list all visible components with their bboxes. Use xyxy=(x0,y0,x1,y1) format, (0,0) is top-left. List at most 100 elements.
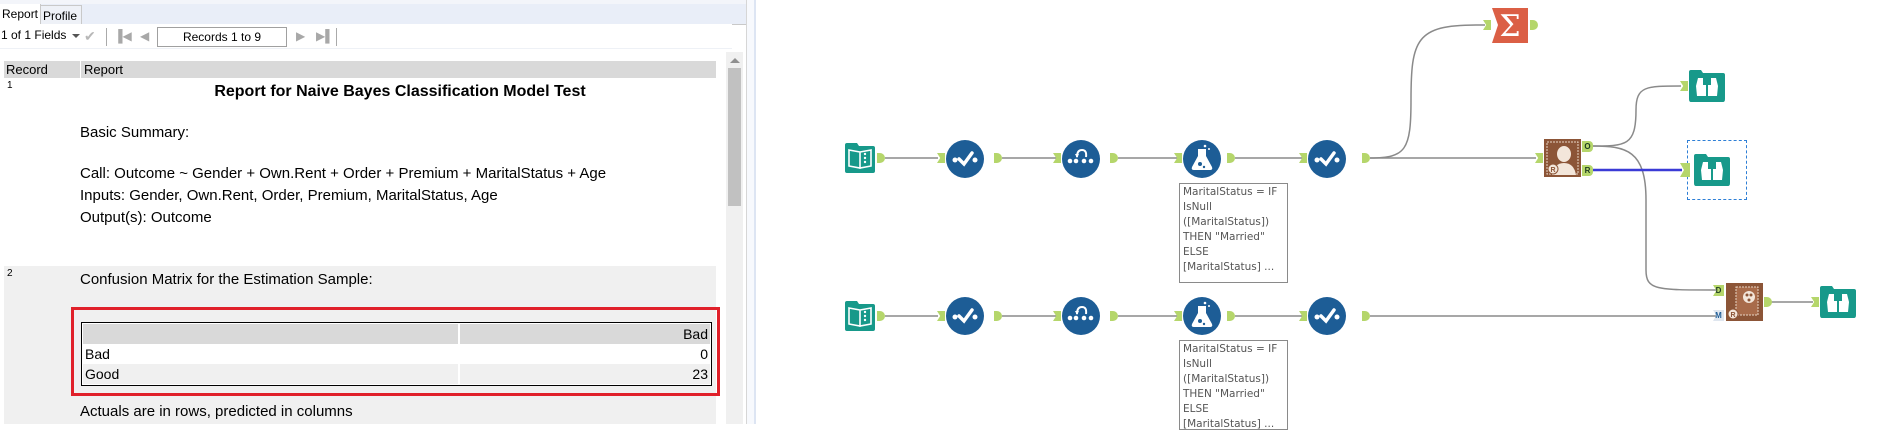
output-anchor-o[interactable]: O xyxy=(1582,141,1593,152)
input-anchor[interactable] xyxy=(1174,153,1182,163)
input-anchor[interactable] xyxy=(1535,153,1543,163)
select-tool[interactable] xyxy=(1308,140,1346,183)
select-tool[interactable] xyxy=(1308,297,1346,340)
browse-tool[interactable] xyxy=(1689,68,1725,107)
fields-selector[interactable]: 1 of 1 Fields xyxy=(1,28,67,42)
svg-text:R: R xyxy=(1550,167,1555,174)
svg-text:Σ: Σ xyxy=(1499,9,1520,43)
panel-splitter[interactable] xyxy=(746,0,756,424)
output-anchor[interactable] xyxy=(1530,20,1538,30)
scroll-up-icon[interactable] xyxy=(730,58,740,63)
output-anchor[interactable] xyxy=(1362,311,1370,321)
results-panel: Report Profile 1 of 1 Fields ✔ ▐◀ ◀ Reco… xyxy=(0,0,746,424)
sigma-icon: Σ xyxy=(1492,8,1528,44)
input-anchor[interactable] xyxy=(1299,153,1307,163)
multi-row-formula-tool[interactable] xyxy=(1062,297,1100,340)
model-outputs-text: Output(s): Outcome xyxy=(80,209,212,226)
highlight-box xyxy=(71,307,720,396)
browse-tool-selected[interactable] xyxy=(1694,152,1730,191)
input-anchor[interactable] xyxy=(1053,153,1061,163)
input-anchor[interactable] xyxy=(1053,311,1061,321)
summarize-tool[interactable]: Σ xyxy=(1492,8,1528,48)
workflow-canvas[interactable]: MaritalStatus = IF IsNull ([MaritalStatu… xyxy=(756,0,1904,430)
output-anchor[interactable] xyxy=(877,153,885,163)
input-anchor-d[interactable]: D xyxy=(1713,285,1724,296)
input-data-tool[interactable] xyxy=(843,299,877,338)
multi-row-icon xyxy=(1062,297,1100,335)
records-range-field[interactable]: Records 1 to 9 xyxy=(157,27,287,47)
prev-record-icon[interactable]: ◀ xyxy=(140,29,150,43)
first-record-icon[interactable]: ▐◀ xyxy=(114,29,132,43)
input-anchor[interactable] xyxy=(1811,297,1819,307)
svg-text:R: R xyxy=(1730,312,1735,319)
confusion-matrix-header-row: Bad xyxy=(82,324,711,344)
formula-tool[interactable] xyxy=(1183,297,1221,340)
bayes-portrait-icon: R xyxy=(1544,139,1581,177)
input-anchor[interactable] xyxy=(1174,311,1182,321)
check-icon[interactable]: ✔ xyxy=(84,28,96,44)
confusion-matrix-row: Bad 0 xyxy=(82,344,711,364)
formula-annotation: MaritalStatus = IF IsNull ([MaritalStatu… xyxy=(1179,340,1288,430)
column-header-report[interactable]: Report xyxy=(80,61,123,78)
model-call-text: Call: Outcome ~ Gender + Own.Rent + Orde… xyxy=(80,165,607,182)
select-check-icon xyxy=(1308,140,1346,178)
confusion-matrix-heading: Confusion Matrix for the Estimation Samp… xyxy=(80,271,373,288)
table-row xyxy=(4,78,716,263)
connections-layer xyxy=(885,24,1813,317)
select-check-icon xyxy=(946,140,984,178)
input-anchor[interactable] xyxy=(937,311,945,321)
input-anchor[interactable] xyxy=(1483,20,1491,30)
output-anchor[interactable] xyxy=(994,153,1002,163)
output-anchor[interactable] xyxy=(877,311,885,321)
input-anchor[interactable] xyxy=(1299,311,1307,321)
score-tool[interactable]: R xyxy=(1726,283,1763,326)
input-anchor[interactable] xyxy=(1680,163,1690,177)
select-tool[interactable] xyxy=(946,140,984,183)
output-anchor[interactable] xyxy=(1362,153,1370,163)
formula-annotation: MaritalStatus = IF IsNull ([MaritalStatu… xyxy=(1179,183,1288,283)
toolbar-divider xyxy=(106,28,107,46)
confusion-matrix-note: Actuals are in rows, predicted in column… xyxy=(80,403,353,420)
browse-tool[interactable] xyxy=(1820,284,1856,323)
output-anchor[interactable] xyxy=(994,311,1002,321)
report-title: Report for Naive Bayes Classification Mo… xyxy=(214,83,586,100)
output-anchor[interactable] xyxy=(1764,297,1772,307)
grid-header: Record Report xyxy=(4,61,716,78)
record-cell xyxy=(4,266,77,424)
count-cell: 23 xyxy=(460,364,710,384)
basic-summary-heading: Basic Summary: xyxy=(80,124,190,141)
tab-profile[interactable]: Profile xyxy=(40,5,82,25)
count-cell: 0 xyxy=(460,344,710,364)
header-cell: Bad xyxy=(460,324,710,344)
select-tool[interactable] xyxy=(946,297,984,340)
output-anchor[interactable] xyxy=(1110,311,1118,321)
book-icon xyxy=(845,301,875,331)
dropdown-caret-icon[interactable] xyxy=(72,34,80,38)
column-header-record[interactable]: Record xyxy=(6,62,48,77)
flask-icon xyxy=(1183,297,1221,335)
tab-report[interactable]: Report xyxy=(0,4,41,24)
results-tabs: Report Profile xyxy=(0,4,746,25)
select-check-icon xyxy=(1308,297,1346,335)
input-anchor-m[interactable]: M xyxy=(1713,310,1724,321)
scrollbar-thumb[interactable] xyxy=(728,68,741,206)
output-anchor-r[interactable]: R xyxy=(1582,165,1593,176)
output-anchor[interactable] xyxy=(1227,311,1235,321)
book-icon xyxy=(845,143,875,173)
vertical-scrollbar[interactable] xyxy=(726,52,743,424)
confusion-matrix-row: Good 23 xyxy=(82,364,711,384)
multi-row-formula-tool[interactable] xyxy=(1062,140,1100,183)
input-anchor[interactable] xyxy=(937,153,945,163)
next-record-icon[interactable]: ▶ xyxy=(296,29,306,43)
results-toolbar: 1 of 1 Fields ✔ ▐◀ ◀ Records 1 to 9 ▶ ▶▌ xyxy=(0,24,732,49)
actual-label-cell: Good xyxy=(83,364,458,384)
input-data-tool[interactable] xyxy=(843,141,877,180)
output-anchor[interactable] xyxy=(1110,153,1118,163)
output-anchor[interactable] xyxy=(1227,153,1235,163)
last-record-icon[interactable]: ▶▌ xyxy=(316,29,334,43)
record-number: 2 xyxy=(7,268,13,279)
formula-tool[interactable] xyxy=(1183,140,1221,183)
input-anchor[interactable] xyxy=(1680,81,1688,91)
naive-bayes-tool[interactable]: R xyxy=(1544,139,1581,182)
multi-row-icon xyxy=(1062,140,1100,178)
